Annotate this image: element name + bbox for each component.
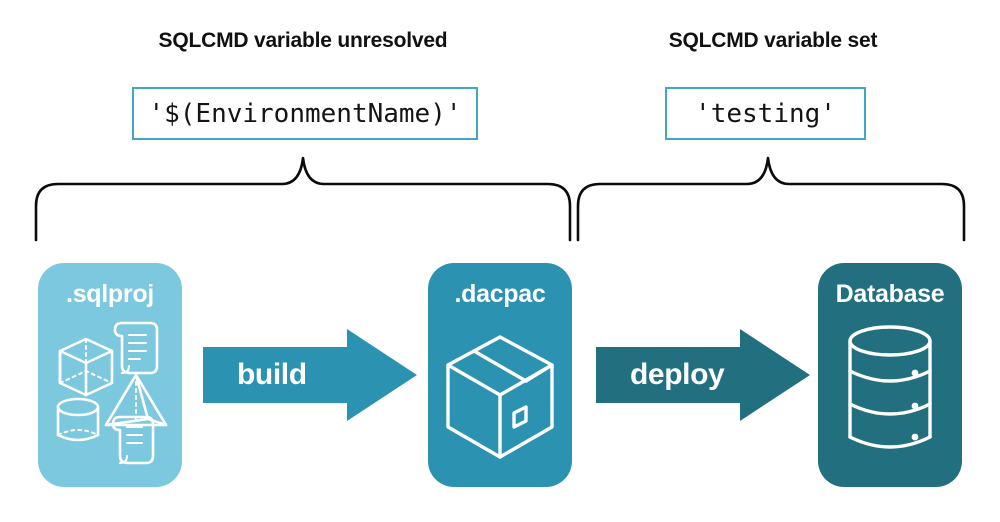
card-sqlproj: .sqlproj [38, 263, 182, 487]
arrow-deploy-label: deploy [630, 358, 725, 391]
package-box-icon [446, 335, 554, 459]
build-arrow-icon [203, 329, 417, 421]
brace-group [0, 140, 1000, 250]
database-cylinder-svg [848, 325, 932, 449]
cylinder-icon [56, 397, 100, 442]
script-scroll-icon [113, 321, 159, 375]
card-dacpac-title: .dacpac [454, 280, 546, 308]
card-sqlproj-art [38, 309, 182, 479]
card-database-art [818, 309, 962, 479]
arrow-deploy: deploy [596, 329, 810, 421]
card-sqlproj-title: .sqlproj [66, 280, 154, 308]
header-sqlcmd-unresolved: SQLCMD variable unresolved [158, 29, 448, 52]
card-dacpac-art [428, 309, 572, 479]
card-database: Database [818, 263, 962, 487]
card-database-title: Database [835, 280, 945, 308]
braces-svg [34, 156, 966, 242]
card-dacpac: .dacpac [428, 263, 572, 487]
database-cylinder-icon [848, 325, 932, 449]
value-box-testing: 'testing' [665, 87, 866, 140]
cube-icon [58, 337, 114, 397]
dacpac-package-svg [446, 335, 554, 459]
value-box-environment-name: '$(EnvironmentName)' [132, 87, 478, 140]
arrow-build: build [203, 329, 417, 421]
header-sqlcmd-set: SQLCMD variable set [668, 29, 878, 52]
right-brace-icon [576, 156, 966, 242]
script-scroll-icon [111, 415, 155, 465]
sqlproj-objects-svg [56, 321, 168, 465]
left-brace-icon [34, 156, 572, 242]
deploy-arrow-icon [596, 329, 810, 421]
arrow-build-label: build [237, 358, 307, 391]
